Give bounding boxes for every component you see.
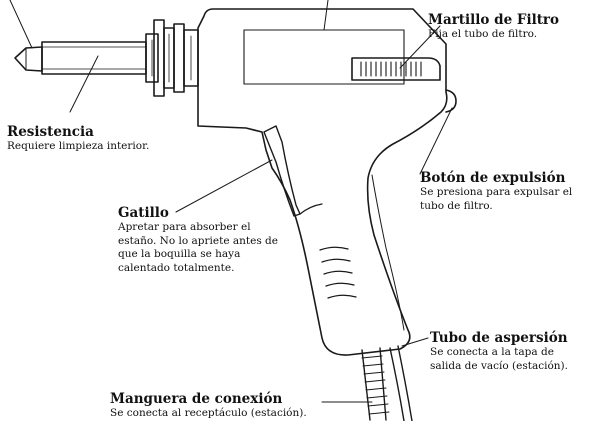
manguera-desc: Se conecta al receptáculo (estación). (110, 407, 307, 419)
gatillo-title: Gatillo (118, 205, 169, 221)
resistencia-title: Resistencia (7, 124, 94, 140)
martillo-desc: Fija el tubo de filtro. (428, 28, 538, 40)
filter-chamber (243, 29, 405, 85)
label-manguera-de-conexion: Manguera de conexión Se conecta al recep… (110, 391, 307, 421)
grip-ribs (319, 246, 357, 299)
label-tubo-de-aspersion: Tubo de aspersión Se conecta a la tapa d… (430, 330, 586, 373)
gatillo-desc: Apretar para absorber el estaño. No lo a… (118, 221, 278, 274)
label-martillo-de-filtro: Martillo de Filtro Fija el tubo de filtr… (428, 12, 559, 42)
tubo-title: Tubo de aspersión (430, 330, 568, 346)
manguera-title: Manguera de conexión (110, 391, 283, 407)
label-resistencia: Resistencia Requiere limpieza interior. (7, 124, 149, 154)
heater-barrel (41, 41, 147, 75)
filter-hammer (351, 57, 441, 81)
connection-hose (361, 347, 390, 421)
gun-body-outline (197, 8, 448, 356)
nozzle-tip (14, 46, 43, 72)
boton-title: Botón de expulsión (420, 170, 566, 186)
barrel-collar (145, 19, 199, 97)
label-boton-de-expulsion: Botón de expulsión Se presiona para expu… (420, 170, 588, 213)
tubo-desc: Se conecta a la tapa de salida de vacío … (430, 346, 568, 372)
eject-button (445, 89, 457, 113)
leader-lines (9, 0, 453, 403)
resistencia-desc: Requiere limpieza interior. (7, 140, 150, 152)
grip-inner-line (371, 174, 405, 331)
trigger-guard-line (299, 203, 323, 215)
label-gatillo: Gatillo Apretar para absorber el estaño.… (118, 205, 286, 275)
trigger (263, 125, 301, 217)
spray-tube (389, 345, 413, 421)
martillo-title: Martillo de Filtro (428, 12, 560, 28)
boton-desc: Se presiona para expulsar el tubo de fil… (420, 186, 573, 212)
